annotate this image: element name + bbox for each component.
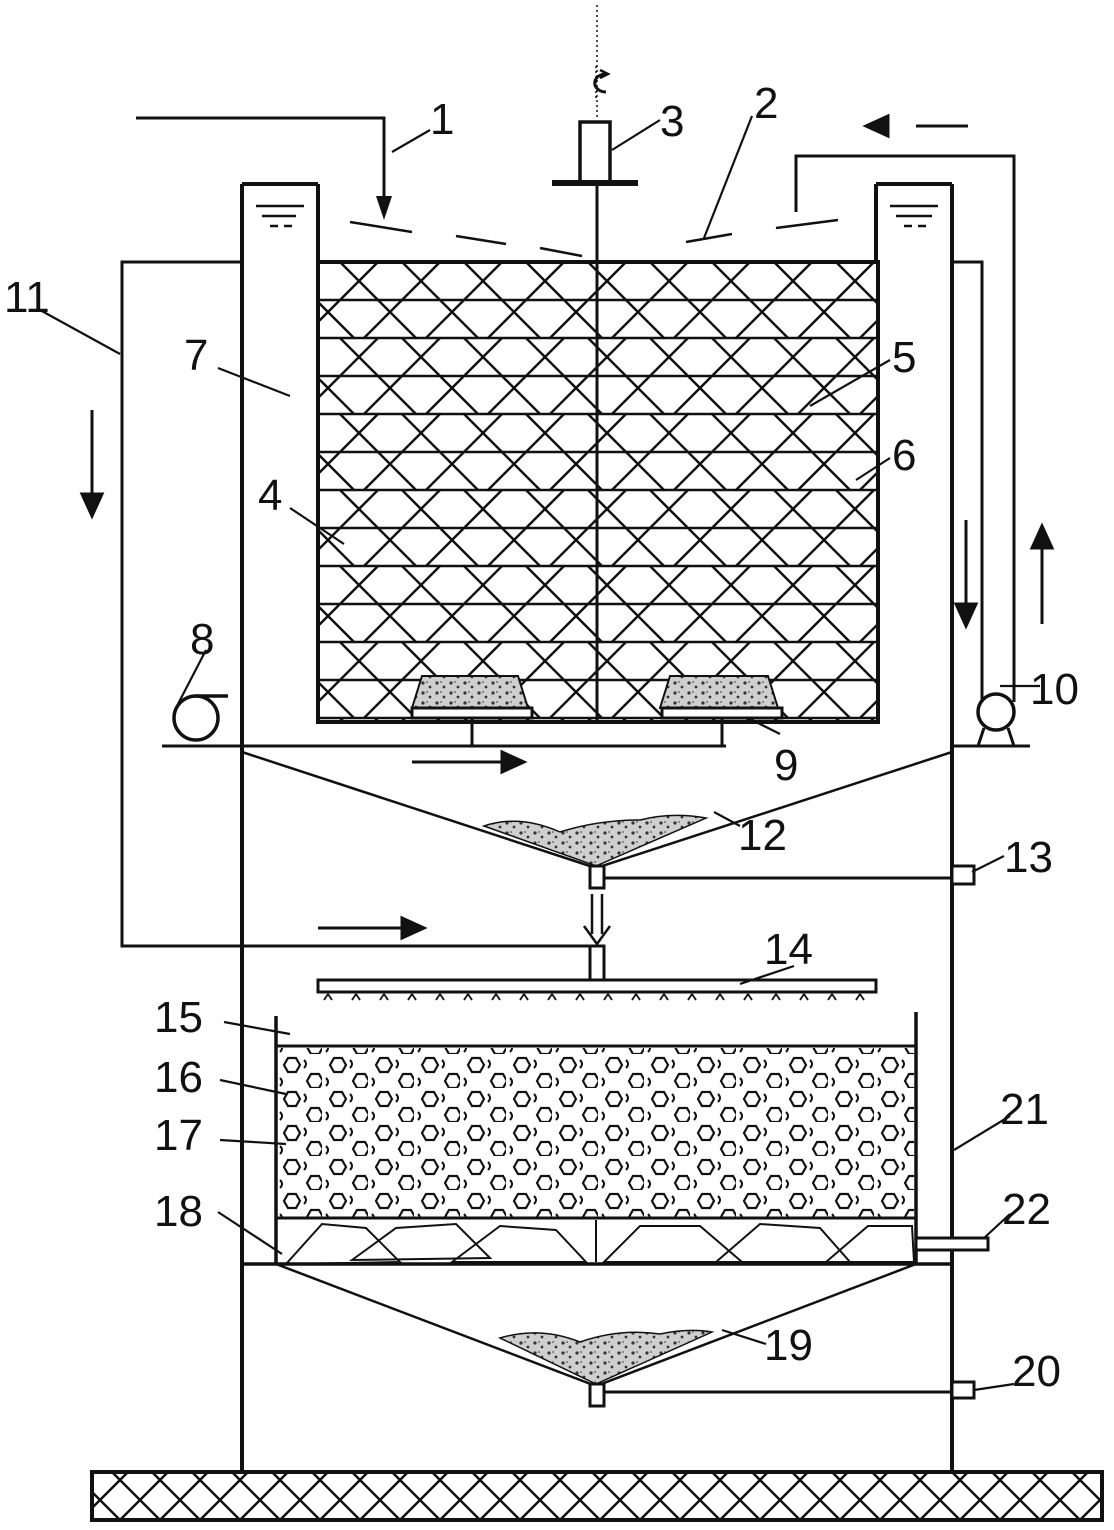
callout-6: 6 — [892, 431, 916, 480]
aeration-plates — [162, 675, 784, 748]
callout-12: 12 — [738, 811, 787, 860]
callout-2: 2 — [754, 79, 778, 128]
callouts: 1 2 3 4 5 6 7 8 9 10 11 12 13 14 15 16 1… — [4, 79, 1079, 1396]
callout-21: 21 — [1000, 1085, 1049, 1134]
callout-3: 3 — [660, 97, 684, 146]
callout-4: 4 — [258, 471, 282, 520]
callout-16: 16 — [154, 1053, 203, 1102]
callout-11: 11 — [4, 273, 50, 322]
callout-18: 18 — [154, 1187, 203, 1236]
ground-slab — [90, 1470, 1104, 1522]
leader-lines — [39, 115, 1040, 1392]
air-blower — [162, 694, 242, 748]
filtrate-outlet — [914, 1236, 990, 1252]
callout-14: 14 — [764, 925, 813, 974]
upper-sludge-hopper — [241, 750, 976, 890]
callout-15: 15 — [154, 993, 203, 1042]
callout-20: 20 — [1012, 1347, 1061, 1396]
callout-17: 17 — [154, 1111, 203, 1160]
callout-9: 9 — [774, 741, 798, 790]
bypass-pipe — [120, 260, 596, 948]
inlet-pipe — [136, 116, 386, 212]
callout-10: 10 — [1030, 665, 1079, 714]
recirculation-pump — [794, 154, 1030, 748]
distributor — [316, 944, 878, 1001]
inlet-arrow-head — [376, 196, 392, 220]
drive-shaft — [552, 5, 638, 722]
spray-nozzles — [349, 218, 839, 258]
callout-13: 13 — [1004, 833, 1053, 882]
filter-tank — [274, 1012, 918, 1264]
transfer-arrow — [582, 894, 612, 947]
flow-arrows — [79, 113, 1055, 941]
outer-shell — [240, 182, 954, 1472]
callout-8: 8 — [190, 615, 214, 664]
biocontactor-drum — [316, 260, 880, 724]
lower-sludge-hopper — [275, 1262, 976, 1408]
callout-7: 7 — [184, 331, 208, 380]
callout-1: 1 — [430, 95, 454, 144]
callout-19: 19 — [764, 1321, 813, 1370]
support-layer — [284, 1220, 916, 1264]
liquid-level-marks — [256, 204, 938, 228]
callout-22: 22 — [1002, 1185, 1051, 1234]
callout-5: 5 — [892, 333, 916, 382]
